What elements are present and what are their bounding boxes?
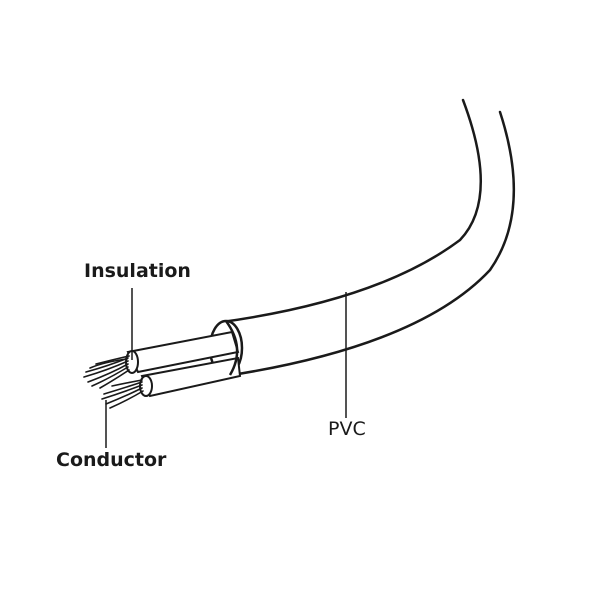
lower-wire-end [139,375,153,397]
pvc-jacket-body [222,112,531,375]
pvc-jacket [208,98,531,377]
pvc-jacket-end-rim [224,320,239,376]
pvc-jacket-upper-edge [220,98,483,324]
leader-lines [105,288,347,448]
conductor-label: Conductor [56,449,167,471]
lower-conductor-strands [101,379,144,409]
pvc-label: PVC [328,418,366,440]
pvc-jacket-lower-edge [230,110,516,377]
insulation-label: Insulation [84,260,191,282]
upper-conductor-strands [83,355,130,389]
